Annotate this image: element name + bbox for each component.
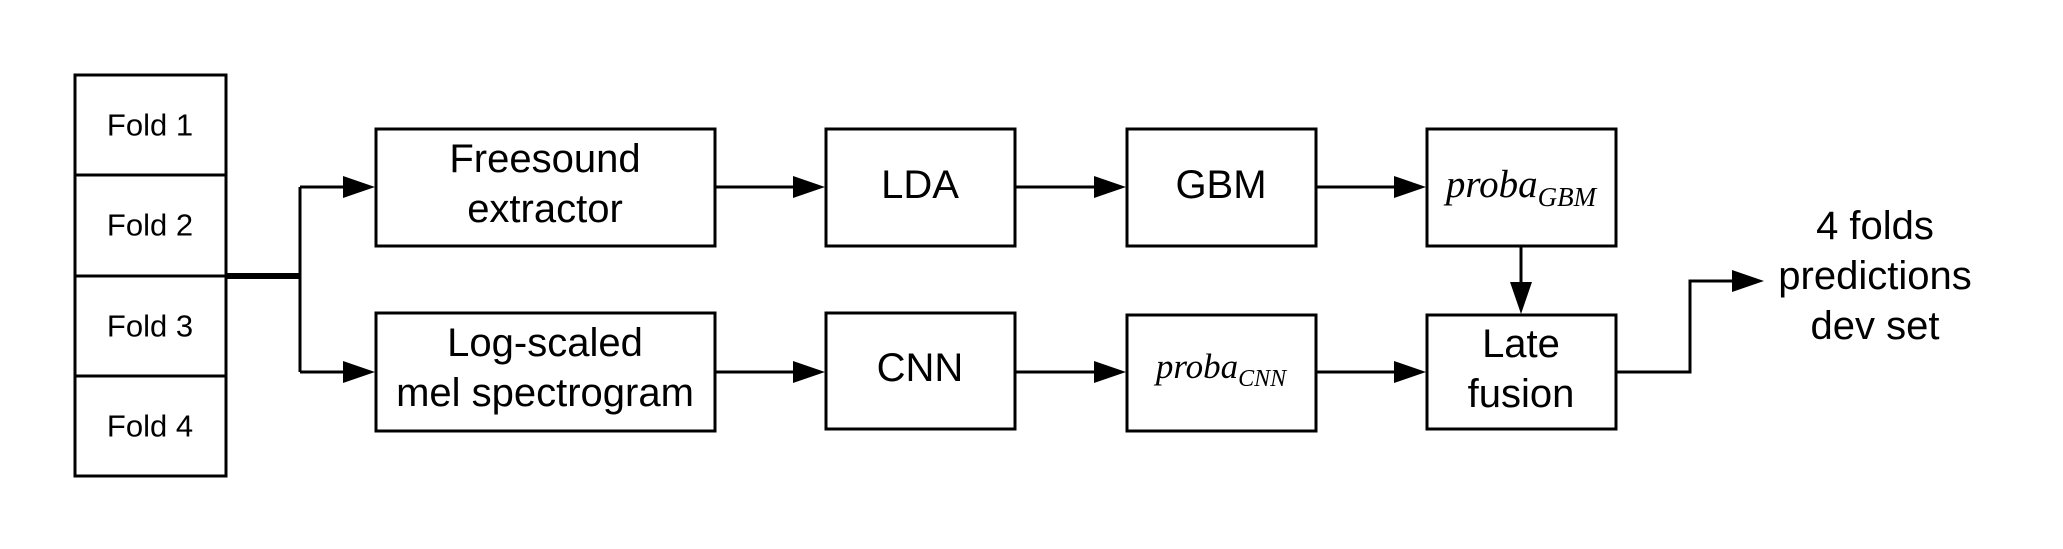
node-proba-cnn: probaCNN	[1125, 313, 1318, 433]
fold-1-label: Fold 1	[107, 108, 193, 143]
late-fusion-label-line2: fusion	[1468, 372, 1575, 416]
edge-late-fusion-to-output	[1616, 279, 1732, 374]
fold-4-label: Fold 4	[107, 409, 193, 444]
freesound-label-line1: Freesound	[449, 137, 640, 181]
node-gbm: GBM	[1125, 127, 1318, 248]
node-proba-gbm: probaGBM	[1425, 127, 1618, 248]
node-freesound-extractor: Freesound extractor	[374, 127, 717, 248]
node-late-fusion: Late fusion	[1425, 313, 1618, 431]
output-line2: predictions	[1778, 254, 1971, 298]
output-line3: dev set	[1811, 304, 1940, 348]
late-fusion-label-line1: Late	[1482, 322, 1560, 366]
arrow-proba-gbm-to-late-fusion	[1510, 282, 1532, 314]
fold-2-label: Fold 2	[107, 208, 193, 243]
node-log-scaled-mel-spectrogram: Log-scaled mel spectrogram	[374, 311, 717, 433]
cnn-label: CNN	[877, 346, 964, 390]
proba-cnn-base: proba	[1153, 347, 1238, 386]
output-label: 4 folds predictions dev set	[1778, 204, 1971, 348]
proba-cnn-sub: CNN	[1238, 366, 1288, 392]
fold-4-box	[73, 374, 228, 478]
logmel-label-line2: mel spectrogram	[396, 371, 694, 415]
proba-cnn-label: probaCNN	[1153, 347, 1288, 392]
arrow-lda-to-gbm	[1094, 176, 1126, 198]
node-cnn: CNN	[824, 311, 1017, 431]
fold-stack: Fold 1 Fold 2 Fold 3 Fold 4	[73, 73, 228, 478]
logmel-label-line1: Log-scaled	[447, 321, 643, 365]
arrow-split-to-freesound	[343, 176, 375, 198]
freesound-label-line2: extractor	[467, 187, 623, 231]
output-line1: 4 folds	[1816, 204, 1934, 248]
fold-3-label: Fold 3	[107, 309, 193, 344]
arrow-freesound-to-lda	[793, 176, 825, 198]
proba-gbm-base: proba	[1443, 163, 1538, 206]
arrow-proba-cnn-to-late-fusion	[1394, 361, 1426, 383]
arrow-gbm-to-proba-gbm	[1394, 176, 1426, 198]
arrow-split-to-logmel	[343, 361, 375, 383]
connectors	[226, 176, 1764, 383]
gbm-label: GBM	[1175, 163, 1266, 207]
arrow-logmel-to-cnn	[793, 361, 825, 383]
proba-gbm-sub: GBM	[1538, 182, 1598, 212]
arrow-cnn-to-proba-cnn	[1094, 361, 1126, 383]
lda-label: LDA	[881, 163, 959, 207]
node-lda: LDA	[824, 127, 1017, 248]
arrow-late-fusion-to-output	[1732, 270, 1764, 292]
proba-gbm-label: probaGBM	[1443, 163, 1598, 212]
fold-1-box	[73, 73, 228, 177]
fold-2-box	[73, 173, 228, 278]
